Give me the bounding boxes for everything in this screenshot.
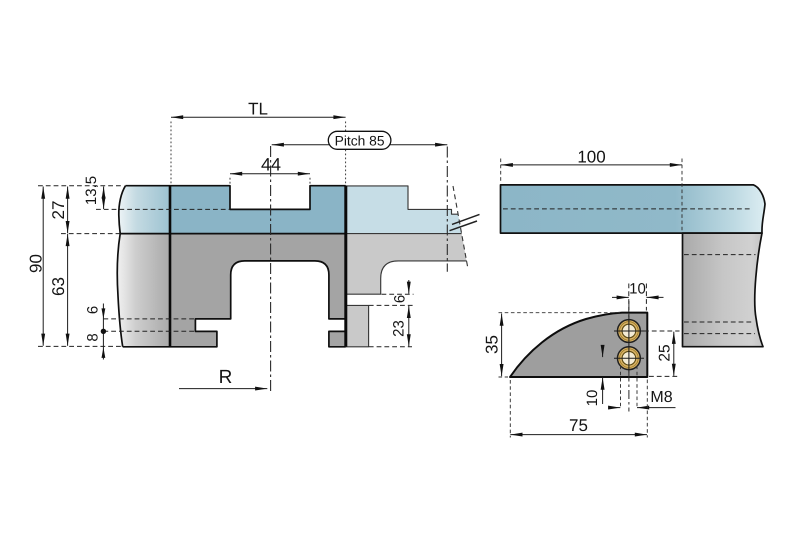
svg-text:75: 75	[569, 416, 588, 435]
svg-text:90: 90	[27, 254, 46, 273]
svg-text:35: 35	[483, 335, 502, 354]
svg-text:M8: M8	[650, 389, 672, 406]
svg-text:8: 8	[85, 333, 102, 341]
svg-text:R: R	[219, 367, 233, 388]
svg-text:23: 23	[390, 320, 407, 337]
svg-text:44: 44	[261, 155, 281, 175]
svg-text:13,5: 13,5	[83, 176, 100, 205]
svg-text:27: 27	[49, 201, 68, 220]
svg-text:6: 6	[392, 295, 409, 303]
svg-text:100: 100	[577, 148, 605, 167]
svg-text:63: 63	[49, 277, 68, 296]
svg-text:10: 10	[584, 390, 601, 407]
svg-text:6: 6	[85, 306, 102, 314]
svg-text:10: 10	[629, 281, 646, 298]
svg-text:25: 25	[656, 344, 673, 361]
svg-text:Pitch 85: Pitch 85	[335, 134, 385, 149]
svg-text:TL: TL	[248, 100, 268, 119]
